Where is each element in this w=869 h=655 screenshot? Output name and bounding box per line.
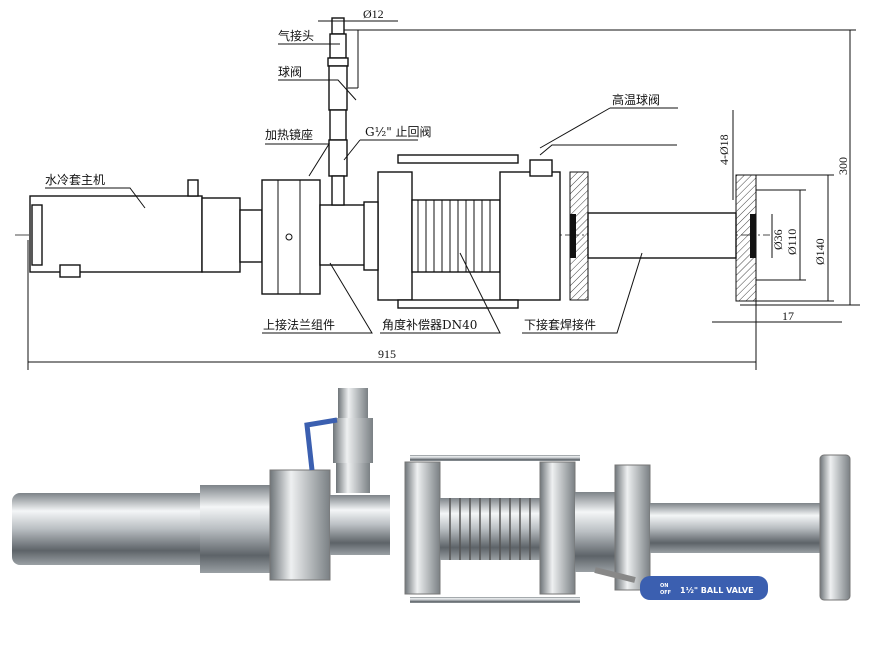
label-angle-compensator: 角度补偿器DN40	[382, 317, 477, 332]
handle-off-text: OFF	[660, 590, 671, 596]
ball-valve-handle[interactable]: ON OFF 1½" BALL VALVE	[594, 567, 768, 600]
label-water-jacket: 水冷套主机	[45, 173, 105, 187]
dim-height: 300	[836, 157, 850, 175]
handle-on-text: ON	[660, 583, 668, 589]
label-upper-flange: 上接法兰组件	[263, 317, 335, 332]
product-photo: ON OFF 1½" BALL VALVE	[12, 388, 851, 603]
dim-bolt-circle: Ø110	[785, 229, 799, 255]
dim-flange-thickness: 17	[782, 309, 794, 323]
vertical-valve	[304, 388, 373, 493]
label-high-temp-ball-valve: 高温球阀	[612, 92, 660, 107]
dimensions: Ø12 915 300 Ø140 Ø110 Ø36 4-Ø18 17	[27, 7, 860, 370]
label-air-connector: 气接头	[278, 28, 314, 43]
drawing-labels: 气接头 球阀 加热镜座 G½" 止回阀 高温球阀 水冷套主机 上接法兰组件 角度…	[45, 28, 660, 332]
valve-stack	[327, 17, 362, 206]
dim-total-length: 915	[378, 347, 396, 361]
bellows	[411, 199, 501, 273]
dim-flange-od: Ø140	[813, 238, 827, 265]
handle-text: 1½" BALL VALVE	[680, 585, 754, 595]
label-ball-valve: 球阀	[278, 65, 302, 79]
drawing-outline	[15, 17, 770, 309]
label-lower-socket-weld: 下接套焊接件	[524, 317, 596, 332]
dim-bore: Ø36	[771, 229, 785, 250]
label-heating-mirror-seat: 加热镜座	[265, 127, 313, 142]
leader-lines	[45, 43, 678, 334]
label-check-valve: G½" 止回阀	[365, 125, 432, 139]
bellows-photo	[440, 498, 540, 560]
dim-bolt-holes: 4-Ø18	[717, 134, 731, 165]
dim-air-dia: Ø12	[363, 7, 384, 21]
